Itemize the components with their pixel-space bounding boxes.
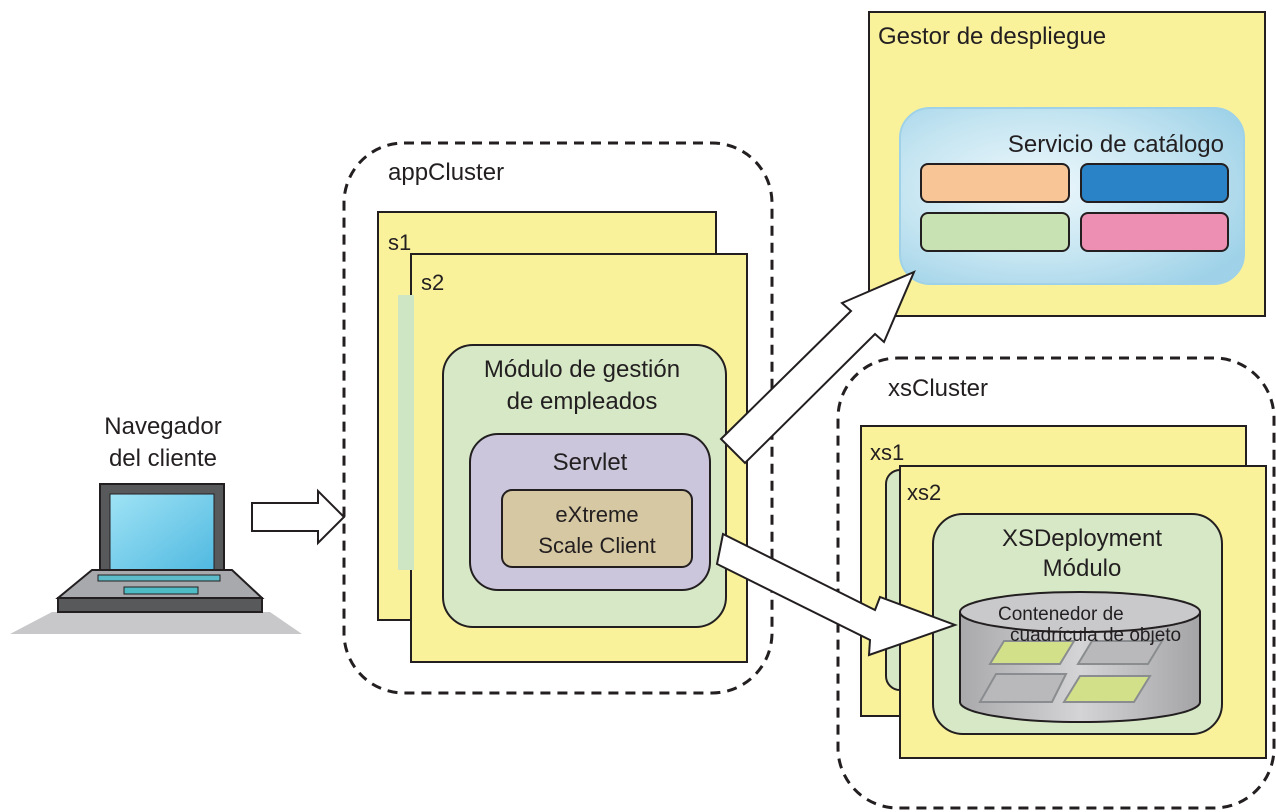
catalog-block-pink xyxy=(1080,212,1229,252)
employee-module-title-line1: Módulo de gestión xyxy=(484,356,680,383)
laptop-shadow xyxy=(10,612,302,634)
client-label-line1: Navegador xyxy=(104,413,221,440)
grid-shard-2 xyxy=(1076,640,1164,665)
laptop-keyboard-keys xyxy=(97,574,221,582)
server-s2-label: s2 xyxy=(421,270,444,295)
xsdeployment-module-line2: Módulo xyxy=(1043,555,1122,582)
grid-container-label-line2: cuadrícula de objeto xyxy=(1010,625,1181,646)
servlet-label: Servlet xyxy=(553,449,628,476)
laptop-base xyxy=(57,597,263,613)
appcluster-label: appCluster xyxy=(388,159,504,186)
client-laptop xyxy=(10,483,302,634)
grid-shard-1 xyxy=(988,640,1076,665)
server-s1-label: s1 xyxy=(388,230,411,255)
xscluster-boundary xyxy=(836,356,1276,810)
xsdeployment-module-line1: XSDeployment xyxy=(1002,525,1162,552)
grid-shard-4 xyxy=(1062,675,1152,703)
arrow-to-catalog xyxy=(719,270,916,465)
grid-container-cylinder xyxy=(959,591,1201,723)
laptop-screen xyxy=(109,493,215,573)
extreme-scale-client-box xyxy=(501,489,693,568)
employee-module-title-line2: de empleados xyxy=(507,388,658,415)
grid-container-label-line1: Contenedor de xyxy=(998,604,1124,625)
server-xs1-label: xs1 xyxy=(870,440,904,465)
grid-shard-3 xyxy=(978,673,1068,703)
catalog-block-orange xyxy=(920,163,1070,203)
extreme-scale-client-line1: eXtreme xyxy=(555,502,638,527)
cylinder-top xyxy=(959,591,1201,633)
catalog-block-green xyxy=(920,212,1070,252)
arrow-client-to-appcluster xyxy=(251,488,346,546)
laptop-trackpad xyxy=(123,586,199,595)
s1-module-ghost xyxy=(398,295,414,570)
catalog-service-label: Servicio de catálogo xyxy=(1008,131,1224,158)
extreme-scale-client-line2: Scale Client xyxy=(538,533,655,558)
client-label-line2: del cliente xyxy=(109,445,217,472)
server-xs2-label: xs2 xyxy=(907,480,941,505)
deployment-manager-label: Gestor de despliegue xyxy=(878,23,1106,50)
xscluster-label: xsCluster xyxy=(888,375,988,402)
catalog-block-blue xyxy=(1080,163,1229,203)
arrow-to-grid-container xyxy=(715,532,958,657)
